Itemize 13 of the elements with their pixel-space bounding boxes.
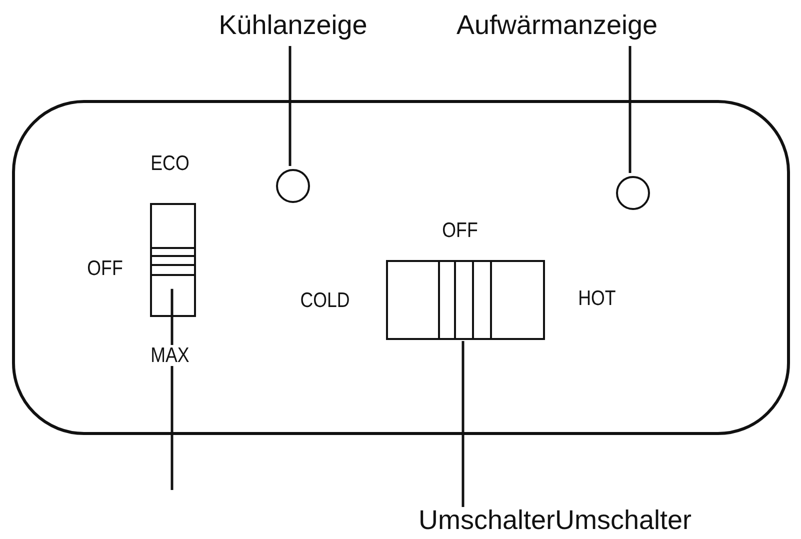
indicator-light — [616, 176, 650, 210]
leader-line — [628, 46, 632, 173]
indicator-light — [276, 169, 310, 203]
switch-position-label: MAX — [150, 345, 190, 366]
control-panel — [12, 100, 790, 435]
slide-switch — [150, 203, 196, 317]
callout-label: Kühlanzeige — [218, 12, 368, 39]
leader-line — [170, 288, 174, 490]
leader-line — [288, 46, 292, 166]
toggle-switch — [386, 260, 545, 340]
callout-label: UmschalterUmschalter — [418, 507, 692, 534]
leader-line — [462, 341, 464, 507]
callout-label: Aufwärmanzeige — [456, 12, 658, 39]
